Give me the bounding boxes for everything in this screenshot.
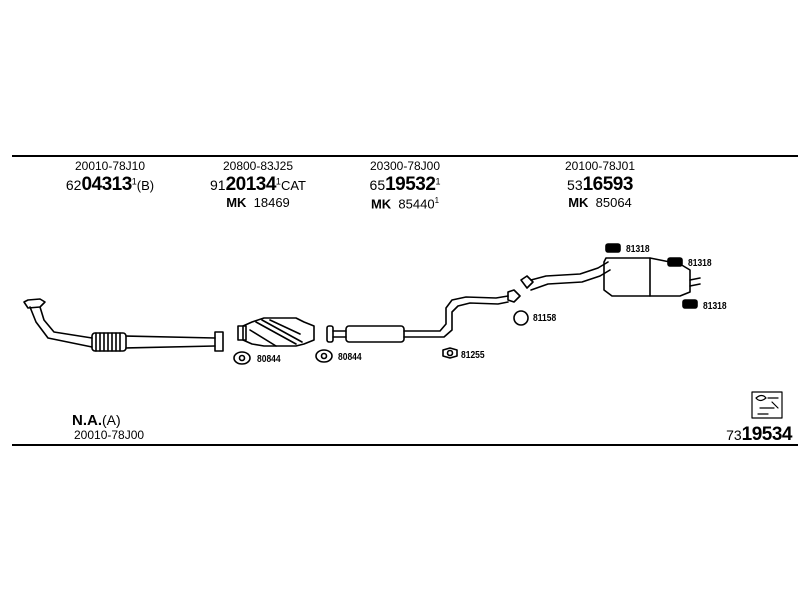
top-rule (12, 155, 798, 157)
part-number[interactable]: 5316593 (567, 173, 633, 195)
part-number[interactable]: 91201341CAT (210, 173, 306, 195)
oem-number: 20300-78J00 (369, 159, 441, 173)
catalyst-drawing[interactable] (242, 317, 315, 347)
front-pipe-drawing[interactable] (23, 298, 224, 352)
hanger-81318-b-drawing[interactable] (667, 257, 683, 267)
gasket-label[interactable]: 81255 (461, 350, 485, 361)
gasket-80844-b-drawing[interactable] (315, 349, 333, 363)
ring-81158-drawing[interactable] (513, 310, 529, 326)
part-header-rear-silencer: 20100-78J01 5316593 MK 85064 (525, 159, 675, 211)
gasket-81255-drawing[interactable] (442, 347, 458, 359)
gasket-label[interactable]: 80844 (338, 352, 362, 363)
hanger-label[interactable]: 81318 (626, 244, 650, 255)
middle-silencer-drawing[interactable] (326, 295, 509, 343)
hanger-label[interactable]: 81318 (703, 301, 727, 312)
rear-silencer-drawing[interactable] (520, 257, 701, 297)
flange-drawing (507, 289, 521, 303)
hanger-81318-a-drawing[interactable] (605, 243, 621, 253)
oem-number: 20010-78J10 (74, 159, 146, 173)
part-number[interactable]: 65195321 (369, 173, 441, 195)
oem-number: 20800-83J25 (222, 159, 294, 173)
ring-label[interactable]: 81158 (533, 313, 557, 324)
hanger-81318-c-drawing[interactable] (682, 299, 698, 309)
bottom-rule (12, 444, 798, 446)
part-header-middle-silencer: 20300-78J00 65195321 MK 854401 (330, 159, 480, 212)
set-pictogram-icon (751, 391, 783, 419)
na-oem-number: 20010-78J00 (74, 428, 145, 442)
gasket-80844-a-drawing[interactable] (233, 325, 251, 365)
part-number[interactable]: 62043131(B) (65, 173, 155, 195)
hanger-label[interactable]: 81318 (688, 258, 712, 269)
gasket-label[interactable]: 80844 (257, 354, 281, 365)
mounting-kit[interactable]: MK 18469 (226, 194, 290, 210)
part-header-front-pipe: 20010-78J10 62043131(B) (35, 159, 185, 196)
mounting-kit[interactable]: MK 854401 (370, 195, 440, 211)
part-header-catalyst: 20800-83J25 91201341CAT MK 18469 (183, 159, 333, 211)
oem-number: 20100-78J01 (564, 159, 636, 173)
na-note: N.A.(A) (72, 412, 121, 429)
set-number[interactable]: 7319534 (726, 424, 792, 445)
mounting-kit[interactable]: MK 85064 (568, 194, 632, 210)
